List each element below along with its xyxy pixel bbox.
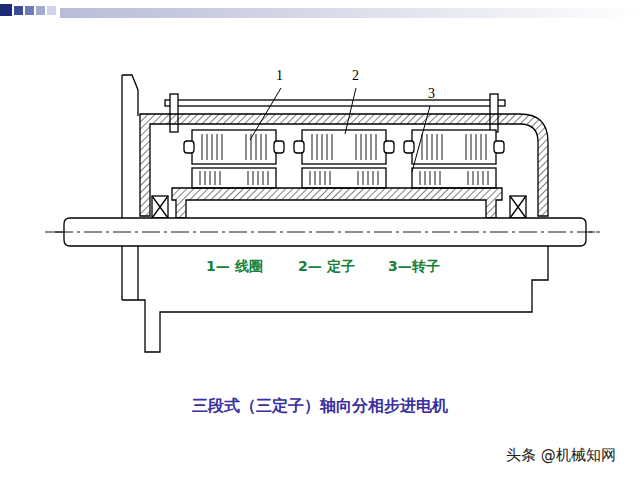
- header-decoration: [0, 4, 640, 18]
- leader-line: [345, 88, 356, 134]
- coil-end: [494, 141, 504, 153]
- callout-number: 3: [428, 86, 435, 103]
- callout-number: 1: [276, 68, 283, 85]
- part-key: 1— 线圈: [206, 258, 263, 275]
- rotor-group: [192, 168, 496, 188]
- stator: [302, 130, 386, 164]
- leader-line: [412, 106, 430, 172]
- header-square: [47, 6, 56, 15]
- part-key: 2— 定子: [298, 258, 355, 275]
- housing-outline: [122, 246, 548, 352]
- bearing: [152, 196, 168, 218]
- header-square: [0, 4, 12, 16]
- cover-plate: [165, 100, 505, 106]
- motor-drawing: [45, 75, 600, 352]
- leader-line: [250, 88, 281, 140]
- part-key: 3—转子: [388, 258, 440, 275]
- header-square: [14, 6, 23, 15]
- stator-group: [184, 130, 504, 164]
- header-bar: [60, 8, 640, 18]
- coil-end: [184, 141, 194, 153]
- center-line: [55, 232, 598, 233]
- rotor-sleeve: [172, 188, 502, 218]
- bolt: [170, 94, 178, 132]
- bolt: [490, 94, 498, 132]
- coil-end: [294, 141, 304, 153]
- watermark: 头条 @机械知网: [506, 446, 616, 464]
- flange: [122, 75, 138, 300]
- coil-end: [384, 141, 394, 153]
- rotor-teeth: [200, 171, 488, 185]
- stator: [412, 130, 496, 164]
- callout-number: 2: [352, 68, 359, 85]
- bearing: [510, 196, 526, 218]
- coil-end: [274, 141, 284, 153]
- stator: [192, 130, 276, 164]
- header-square: [25, 6, 34, 15]
- housing-outline: [137, 246, 138, 300]
- coil-winding: [202, 134, 486, 160]
- figure-caption: 三段式（三定子）轴向分相步进电机: [0, 396, 640, 415]
- bearing: [510, 196, 526, 218]
- header-square: [36, 6, 45, 15]
- coil-end: [404, 141, 414, 153]
- bearing: [152, 196, 168, 218]
